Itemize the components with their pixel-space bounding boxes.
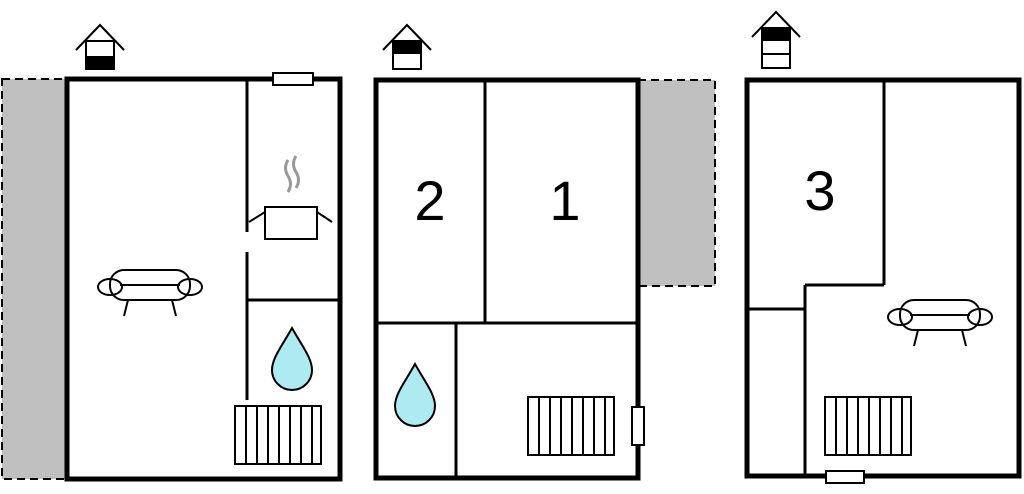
window <box>825 470 865 484</box>
house-level-icon <box>75 23 125 70</box>
radiator-icon <box>824 396 912 456</box>
room-number: 1 <box>549 169 580 232</box>
room-number: 2 <box>414 169 445 232</box>
balcony <box>637 79 716 287</box>
terrace <box>1 78 68 480</box>
bathroom-drop-icon <box>271 327 313 391</box>
house-level-icon <box>751 10 801 69</box>
first-floor-plan: 2 1 <box>373 23 716 481</box>
window <box>272 72 314 86</box>
kitchen-pot-icon <box>248 155 333 240</box>
radiator-icon <box>234 405 322 465</box>
second-floor-plan: 3 <box>744 10 1022 484</box>
window <box>631 406 645 446</box>
outer-wall <box>64 76 343 482</box>
bathroom-drop-icon <box>394 363 436 427</box>
sofa-icon <box>887 299 993 347</box>
room-number: 3 <box>804 159 835 222</box>
outer-wall <box>373 77 641 481</box>
radiator-icon <box>527 396 615 456</box>
ground-floor-plan <box>1 23 343 482</box>
sofa-icon <box>97 269 203 317</box>
house-level-icon <box>382 23 432 70</box>
